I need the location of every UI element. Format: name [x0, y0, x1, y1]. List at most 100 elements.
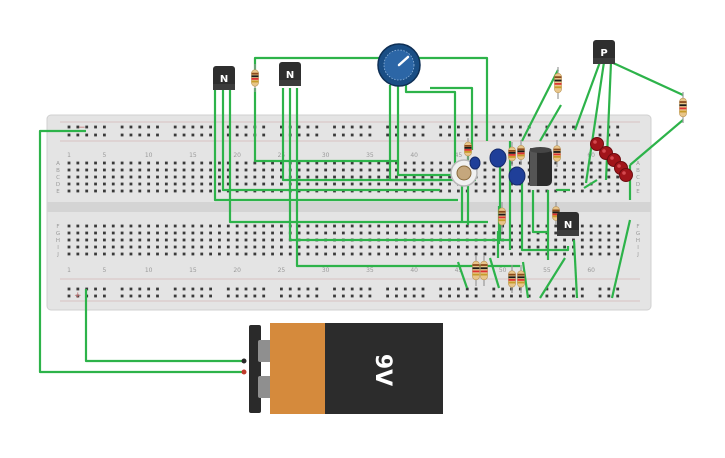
wire[interactable]: [295, 88, 520, 268]
resistor[interactable]: [498, 202, 506, 231]
breadboard-hole: [191, 294, 195, 298]
breadboard-hole: [103, 238, 106, 242]
photoresistor-sensor: [456, 165, 472, 181]
transistor-q1[interactable]: N: [213, 66, 235, 90]
wire[interactable]: [430, 86, 474, 150]
breadboard-hole: [103, 182, 106, 186]
transistor-q3[interactable]: P: [593, 40, 615, 64]
wire[interactable]: [539, 257, 566, 299]
breadboard-hole: [129, 294, 133, 298]
breadboard-hole: [191, 231, 195, 235]
breadboard-hole: [147, 294, 151, 298]
breadboard-hole: [430, 161, 434, 165]
breadboard-hole: [200, 294, 204, 298]
resistor[interactable]: [480, 255, 488, 286]
breadboard-hole: [253, 287, 257, 291]
resistor[interactable]: [508, 142, 516, 166]
wire[interactable]: [572, 239, 579, 299]
breadboard-hole: [501, 294, 505, 298]
wire[interactable]: [583, 179, 598, 189]
breadboard-hole: [271, 231, 274, 235]
breadboard-hole: [297, 287, 301, 291]
wire[interactable]: [288, 88, 510, 242]
rail-plus-label: +: [74, 291, 82, 301]
transistor-q4[interactable]: N: [557, 212, 579, 236]
breadboard-hole: [191, 245, 195, 249]
led[interactable]: [590, 137, 604, 151]
wire[interactable]: [404, 85, 457, 176]
breadboard-hole: [545, 133, 549, 137]
breadboard-hole: [377, 252, 381, 256]
breadboard-hole: [324, 182, 328, 186]
breadboard-hole: [350, 245, 354, 249]
resistor[interactable]: [554, 67, 562, 99]
breadboard-hole: [306, 245, 310, 249]
transistor-flat: [213, 84, 235, 90]
breadboard-hole: [94, 189, 97, 193]
breadboard-hole: [244, 125, 248, 129]
breadboard-hole: [580, 294, 584, 298]
wire[interactable]: [520, 170, 570, 252]
wire[interactable]: [488, 257, 501, 289]
breadboard-hole: [554, 133, 558, 137]
resistor[interactable]: [251, 64, 259, 92]
breadboard-center-channel: [47, 202, 651, 212]
wire[interactable]: [253, 88, 398, 163]
transistor-q2[interactable]: N: [279, 62, 301, 86]
breadboard-hole: [492, 294, 496, 298]
resistor[interactable]: [553, 140, 561, 167]
breadboard-hole: [164, 245, 168, 249]
battery-9v[interactable]: 9V: [241, 323, 444, 414]
potentiometer[interactable]: [377, 43, 421, 87]
resistor[interactable]: [517, 140, 525, 165]
resistor[interactable]: [464, 138, 472, 160]
wire[interactable]: [38, 129, 244, 374]
breadboard-hole: [76, 133, 80, 137]
wire[interactable]: [456, 261, 469, 289]
wire[interactable]: [610, 219, 632, 299]
breadboard-hole: [580, 238, 584, 242]
wire[interactable]: [213, 90, 458, 202]
wire[interactable]: [521, 69, 559, 142]
resistor[interactable]: [472, 255, 480, 286]
breadboard-hole: [306, 252, 310, 256]
wire[interactable]: [221, 90, 440, 192]
breadboard-hole: [589, 238, 593, 242]
breadboard-hole: [403, 252, 407, 256]
wire[interactable]: [584, 61, 606, 184]
resistor[interactable]: [679, 92, 687, 123]
wire[interactable]: [84, 289, 244, 363]
breadboard-hole: [200, 125, 204, 129]
breadboard-hole: [403, 224, 407, 228]
wire[interactable]: [396, 85, 455, 177]
breadboard-hole: [111, 189, 115, 193]
wire[interactable]: [521, 261, 530, 299]
breadboard-hole: [439, 245, 443, 249]
resistor-band: [464, 145, 472, 147]
breadboard-hole: [147, 245, 151, 249]
wire[interactable]: [629, 119, 684, 166]
resistor-band: [517, 276, 525, 279]
wire[interactable]: [388, 85, 440, 182]
breadboard-hole: [395, 224, 398, 228]
breadboard-hole: [297, 224, 301, 228]
breadboard-hole: [182, 245, 186, 249]
breadboard-hole: [572, 168, 575, 172]
wire[interactable]: [604, 61, 613, 181]
led[interactable]: [619, 168, 633, 182]
resistor-band: [553, 155, 561, 158]
wire[interactable]: [539, 104, 562, 142]
resistor[interactable]: [517, 265, 525, 293]
wire[interactable]: [610, 61, 684, 96]
wire[interactable]: [531, 190, 548, 234]
breadboard-hole: [395, 245, 398, 249]
breadboard-hole: [103, 224, 106, 228]
breadboard-hole: [103, 125, 106, 129]
breadboard-hole: [501, 125, 505, 129]
wire[interactable]: [228, 90, 488, 224]
breadboard-hole: [129, 238, 133, 242]
wire[interactable]: [573, 61, 602, 131]
breadboard-hole: [518, 161, 522, 165]
resistor[interactable]: [508, 265, 516, 293]
